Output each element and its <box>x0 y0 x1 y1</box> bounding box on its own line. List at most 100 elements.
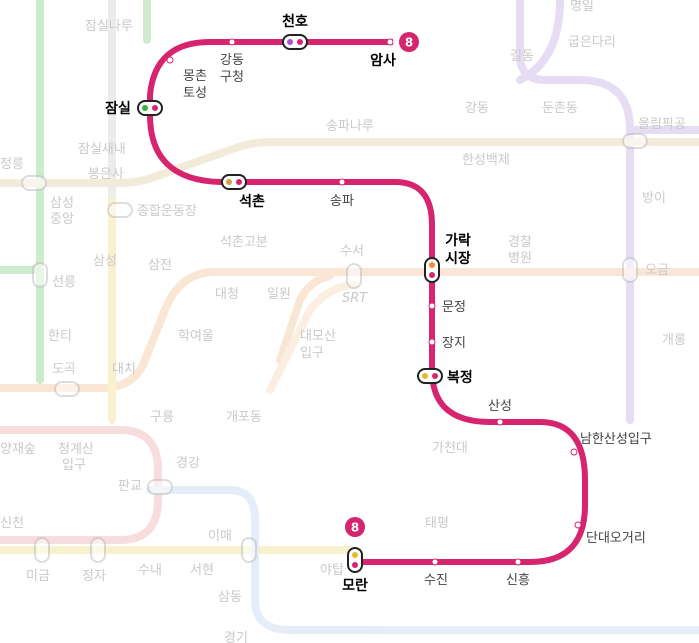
line3-top <box>0 268 699 392</box>
svg-text:신천: 신천 <box>0 516 24 531</box>
label-sujin: 수진 <box>424 573 448 588</box>
dot-namhansanseong <box>570 448 578 456</box>
svg-text:잠실새내: 잠실새내 <box>78 142 126 157</box>
label-gangdong-gucheong-2: 구청 <box>220 70 244 85</box>
svg-text:삼성: 삼성 <box>93 254 117 269</box>
dot-gangdong-gucheong <box>228 38 236 46</box>
background-transfer-pills <box>21 133 648 563</box>
svg-text:길동: 길동 <box>510 49 534 64</box>
transfer-stations[interactable] <box>137 34 443 573</box>
line5-top <box>516 0 634 424</box>
line8-badge-bottom: 8 <box>345 517 365 537</box>
svg-text:입구: 입구 <box>62 458 86 473</box>
line2-left <box>0 0 44 274</box>
svg-text:종합운동장: 종합운동장 <box>137 204 197 219</box>
svg-text:경기: 경기 <box>224 631 248 643</box>
svg-text:입구: 입구 <box>300 346 324 361</box>
dot-mongchon <box>166 56 174 64</box>
line8-labels: 천호 암사 강동 구청 몽촌 토성 잠실 석촌 송파 가락 시장 문정 장지 복… <box>105 14 652 594</box>
line3-suseo <box>276 272 334 364</box>
svg-text:개포동: 개포동 <box>226 410 262 425</box>
label-garak-1: 가락 <box>445 233 471 249</box>
svg-text:양재숲: 양재숲 <box>0 442 36 457</box>
svg-text:경강: 경강 <box>176 456 200 471</box>
svg-text:봉은사: 봉은사 <box>88 167 124 182</box>
label-mongchon-2: 토성 <box>183 86 207 101</box>
dot-sanseong <box>496 418 504 426</box>
svg-text:개롱: 개롱 <box>662 333 686 348</box>
svg-text:구룡: 구룡 <box>150 410 174 425</box>
line9 <box>0 138 699 187</box>
line8-station-dots <box>166 38 582 566</box>
label-bokjeong: 복정 <box>447 369 473 386</box>
label-mongchon-1: 몽촌 <box>183 69 207 84</box>
transfer-bokjeong[interactable] <box>417 368 443 384</box>
label-songpa: 송파 <box>330 194 354 209</box>
svg-text:SRT: SRT <box>342 291 368 306</box>
svg-text:한티: 한티 <box>48 329 72 344</box>
dot-dandae <box>574 521 582 529</box>
label-namhansanseong: 남한산성입구 <box>580 432 652 447</box>
svg-text:8: 8 <box>351 521 359 535</box>
dot-amsa <box>386 38 394 46</box>
svg-text:대치: 대치 <box>112 362 136 377</box>
svg-text:정자: 정자 <box>82 569 106 584</box>
svg-text:가천대: 가천대 <box>432 441 468 456</box>
svg-text:일원: 일원 <box>267 287 291 302</box>
dot-jangji <box>428 338 436 346</box>
svg-text:올림픽공: 올림픽공 <box>638 117 686 132</box>
transfer-moran[interactable] <box>347 547 363 573</box>
svg-text:삼전: 삼전 <box>148 258 172 273</box>
svg-text:한성백제: 한성백제 <box>462 153 510 168</box>
transfer-garak[interactable] <box>424 257 440 283</box>
svg-text:대청: 대청 <box>215 287 239 302</box>
svg-text:명일: 명일 <box>570 0 594 14</box>
svg-text:청계산: 청계산 <box>58 442 94 457</box>
svg-text:석촌고분: 석촌고분 <box>220 235 268 250</box>
svg-text:판교: 판교 <box>118 479 142 494</box>
transfer-cheonho[interactable] <box>282 34 308 50</box>
label-sanseong: 산성 <box>488 399 512 414</box>
label-gangdong-gucheong-1: 강동 <box>220 53 244 68</box>
svg-text:송파나루: 송파나루 <box>326 119 374 134</box>
svg-text:야탑: 야탑 <box>320 563 344 578</box>
svg-text:정릉: 정릉 <box>0 157 24 172</box>
line8-badge-top: 8 <box>399 32 419 52</box>
svg-text:미금: 미금 <box>26 569 50 584</box>
label-seokchon: 석촌 <box>239 194 265 210</box>
label-cheonho: 천호 <box>282 14 308 30</box>
svg-text:병원: 병원 <box>508 251 532 266</box>
svg-text:수서: 수서 <box>340 244 364 259</box>
svg-text:방이: 방이 <box>642 191 666 206</box>
svg-text:삼성: 삼성 <box>50 196 74 211</box>
label-garak-2: 시장 <box>445 250 471 267</box>
transfer-seokchon[interactable] <box>221 174 247 190</box>
label-sinheung: 신흥 <box>506 573 530 588</box>
dot-sinheung <box>514 558 522 566</box>
svg-text:대모산: 대모산 <box>300 329 336 344</box>
svg-text:삼동: 삼동 <box>218 590 242 605</box>
svg-text:8: 8 <box>405 36 413 50</box>
svg-text:수내: 수내 <box>138 563 162 578</box>
label-jangji: 장지 <box>442 336 466 351</box>
transfer-jamsil[interactable] <box>137 100 163 116</box>
label-munjeong: 문정 <box>442 300 466 315</box>
svg-text:선릉: 선릉 <box>52 275 76 290</box>
dot-sujin <box>431 558 439 566</box>
label-jamsil: 잠실 <box>105 100 131 117</box>
dot-songpa <box>338 178 346 186</box>
svg-text:강동: 강동 <box>465 101 489 116</box>
label-dandae: 단대오거리 <box>586 531 646 546</box>
svg-text:오금: 오금 <box>645 263 669 278</box>
svg-text:서현: 서현 <box>190 563 214 578</box>
line5-arc <box>516 0 564 84</box>
svg-text:도곡: 도곡 <box>52 362 76 377</box>
svg-text:굽은다리: 굽은다리 <box>568 35 616 50</box>
svg-text:경찰: 경찰 <box>508 235 532 250</box>
svg-text:둔촌동: 둔촌동 <box>542 101 578 116</box>
label-moran: 모란 <box>342 577 368 594</box>
dot-munjeong <box>428 302 436 310</box>
svg-text:잠실나루: 잠실나루 <box>85 19 133 34</box>
